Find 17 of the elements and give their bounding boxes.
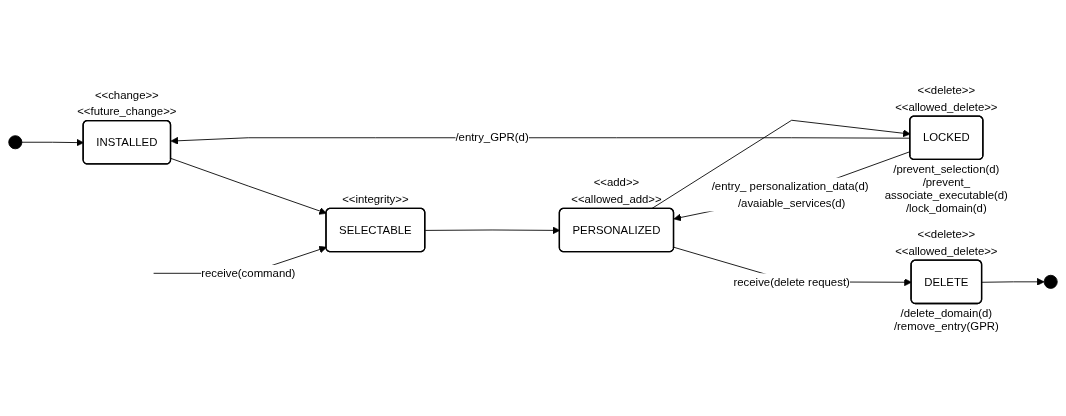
stereotype-note: <<allowed_delete>> (895, 244, 998, 257)
node-circle (8, 135, 23, 150)
stereotype-note: <<change>> (94, 88, 159, 101)
stereotype-note: <<delete>> (917, 84, 976, 97)
edge-label: receive(command) (201, 266, 296, 280)
stereotype-note: <<allowed_delete>> (895, 100, 998, 113)
edge-label: receive(delete request) (733, 275, 850, 289)
stereotype-note: /delete_domain(d) /remove_entry(GPR) (893, 306, 999, 332)
stereotype-note: <<delete>> (917, 228, 976, 241)
stereotype-note: <<add>> (593, 176, 640, 189)
edge-label: /entry_GPR(d) (455, 130, 529, 145)
edge-label: /entry_ personalization_data(d) /avaiable_services(d) (711, 179, 869, 210)
stereotype-note: /prevent_selection(d) /prevent_ associate_executable(d) /lock_domain(d) (884, 162, 1008, 214)
stereotype-note: <<integrity>> (342, 193, 409, 206)
stereotype-note: <<allowed_add>> (571, 193, 662, 206)
node-circle (1043, 274, 1058, 289)
stereotype-note: <<future_change>> (77, 105, 177, 118)
